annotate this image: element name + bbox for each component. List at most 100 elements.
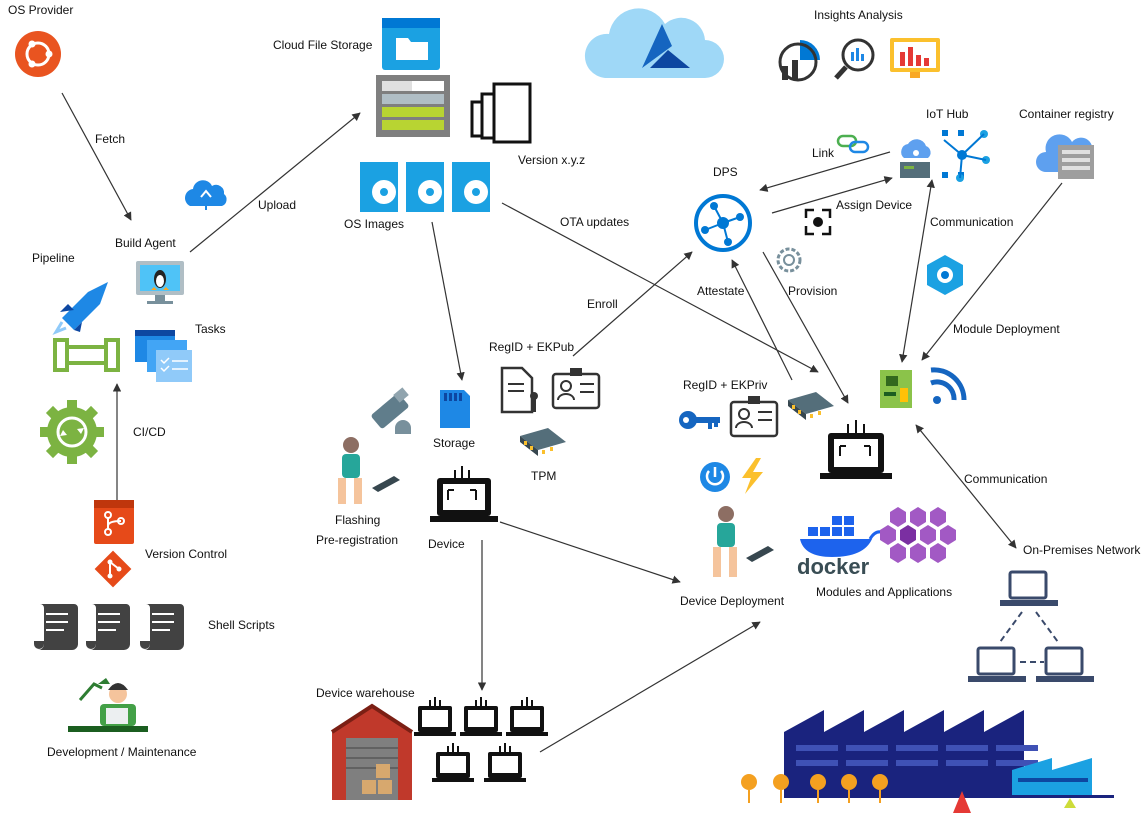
label-communication-top: Communication	[930, 215, 1013, 229]
label-shell-scripts: Shell Scripts	[208, 618, 275, 632]
network-icon	[968, 570, 1094, 682]
label-attestate: Attestate	[697, 284, 745, 298]
ekpub-doc-icon	[500, 366, 538, 414]
label-tasks: Tasks	[195, 322, 226, 336]
label-pipeline: Pipeline	[32, 251, 75, 265]
label-device: Device	[428, 537, 465, 551]
label-upload: Upload	[258, 198, 296, 212]
label-provision: Provision	[788, 284, 837, 298]
provision-arrow	[762, 251, 849, 404]
container-registry-icon	[1036, 134, 1094, 179]
versions-icon	[470, 82, 532, 144]
folder-icon	[382, 18, 440, 70]
id-badge-icon	[729, 396, 779, 438]
insights-pie-icon	[778, 40, 820, 82]
label-regid-ekpub: RegID + EKPub	[489, 340, 574, 354]
power-icon	[700, 462, 730, 492]
assign-device-arrow	[771, 176, 893, 214]
label-build-agent: Build Agent	[115, 236, 176, 250]
label-iot-hub: IoT Hub	[926, 107, 969, 121]
enroll-arrow	[572, 251, 693, 357]
id-badge-icon	[551, 368, 601, 410]
storage-account-icon	[376, 75, 450, 137]
label-version: Version x.y.z	[518, 153, 585, 167]
ubuntu-icon	[15, 31, 61, 77]
cloud-upload-icon	[185, 180, 227, 210]
warehouse-devices-icon	[414, 697, 548, 782]
label-os-images: OS Images	[344, 217, 404, 231]
label-cicd: CI/CD	[133, 425, 166, 439]
os-images-icon	[360, 162, 490, 212]
version-control-repo-icon	[94, 500, 134, 544]
label-container-registry: Container registry	[1019, 107, 1114, 121]
provision-gear-icon	[776, 247, 802, 273]
fetch-arrow	[61, 92, 132, 221]
iot-board-icon	[880, 370, 912, 408]
chip-icon	[788, 392, 834, 420]
docker-icon	[800, 516, 885, 557]
label-pre-registration: Pre-registration	[316, 533, 398, 547]
tpm-chip-icon	[520, 428, 566, 456]
insights-magnifier-icon	[834, 38, 875, 80]
docker-wordmark: docker	[797, 554, 870, 579]
ota-updates-arrow	[501, 202, 819, 373]
attestate-arrow	[731, 259, 793, 381]
pipeline-rocket-icon	[52, 282, 108, 336]
label-module-deployment: Module Deployment	[953, 322, 1060, 336]
label-regid-ekpriv: RegID + EKPriv	[683, 378, 767, 392]
label-os-provider: OS Provider	[8, 3, 73, 17]
sd-card-icon	[440, 390, 470, 428]
label-on-premises: On-Premises Network	[1023, 543, 1141, 557]
iot-edge-icon	[927, 255, 963, 295]
device-to-deployment-arrow	[499, 521, 681, 584]
flashing-person-icon	[338, 437, 400, 504]
device-board-icon	[430, 466, 498, 522]
module-deployment-arrow	[921, 182, 1063, 361]
insights-dashboard-icon	[890, 38, 940, 78]
assign-device-icon	[804, 208, 832, 236]
label-dps: DPS	[713, 165, 738, 179]
connectors	[61, 92, 1063, 753]
deployment-person-icon	[713, 506, 774, 577]
key-icon	[679, 411, 720, 429]
usb-drive-icon	[371, 387, 411, 434]
factory-icon	[784, 710, 1114, 813]
warehouse-icon	[330, 703, 414, 800]
dps-icon	[694, 194, 752, 252]
wireless-icon	[930, 367, 967, 404]
link-arrow	[759, 151, 891, 192]
label-storage: Storage	[433, 436, 475, 450]
lightning-icon	[742, 458, 763, 494]
label-device-deployment: Device Deployment	[680, 594, 785, 608]
label-version-control: Version Control	[145, 547, 227, 561]
label-enroll: Enroll	[587, 297, 618, 311]
label-insights-analysis: Insights Analysis	[814, 8, 903, 22]
label-development: Development / Maintenance	[47, 745, 197, 759]
azure-cloud-icon	[584, 8, 724, 79]
iot-hub-icon	[900, 130, 990, 182]
warehouse-to-deployment-arrow	[539, 621, 761, 753]
label-cloud-file-storage: Cloud File Storage	[273, 38, 373, 52]
label-device-warehouse: Device warehouse	[316, 686, 415, 700]
iot-communication-arrow	[899, 179, 935, 363]
label-tpm: TPM	[531, 469, 556, 483]
link-icon	[836, 134, 870, 154]
labels: OS Provider Fetch Build Agent Pipeline T…	[8, 3, 1141, 759]
os-images-to-storage-arrow	[431, 221, 465, 381]
trees-icon	[741, 774, 888, 803]
git-icon	[94, 550, 132, 588]
modules-hexagons-icon	[880, 507, 956, 563]
label-fetch: Fetch	[95, 132, 125, 146]
label-flashing: Flashing	[335, 513, 380, 527]
shell-scripts-icon	[34, 604, 184, 650]
cicd-gear-icon	[40, 400, 104, 464]
label-ota-updates: OTA updates	[560, 215, 629, 229]
device-board-icon	[820, 420, 892, 479]
linux-monitor-icon	[136, 261, 184, 304]
label-modules-apps: Modules and Applications	[816, 585, 952, 599]
label-link: Link	[812, 146, 835, 160]
upload-arrow	[189, 112, 361, 253]
tasks-icon	[135, 330, 192, 382]
pipeline-icon	[53, 338, 120, 372]
